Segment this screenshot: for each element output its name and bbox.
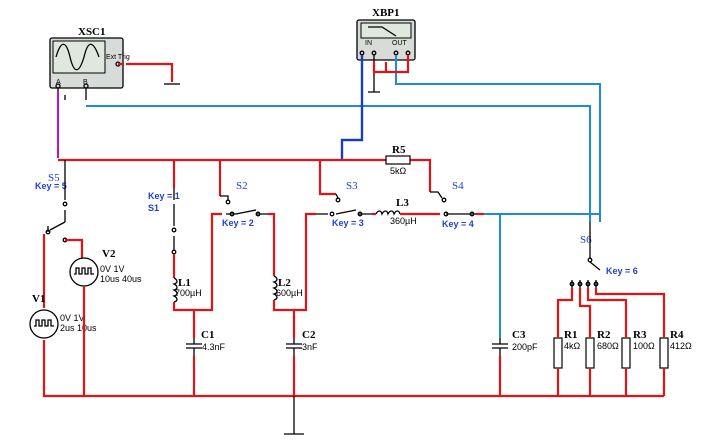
c2-ref: C2: [302, 329, 316, 341]
s6-key: Key = 6: [606, 266, 638, 276]
bode-ref-label: XBP1: [372, 7, 400, 19]
bode-in-wire: [340, 55, 364, 160]
c3-ref: C3: [512, 329, 526, 341]
switch-s6[interactable]: S6 Key = 6: [569, 222, 638, 288]
l2-ref: L2: [278, 277, 291, 289]
s1-key: Key = 1: [148, 191, 180, 201]
inductor-l3[interactable]: L3 360µH: [375, 197, 417, 226]
r3-ref: R3: [633, 329, 647, 341]
resistor-r5[interactable]: R5 5kΩ: [385, 144, 411, 176]
r5-right-wire: [410, 158, 432, 192]
s4-key: Key = 4: [442, 219, 474, 229]
r5-value: 5kΩ: [390, 166, 407, 176]
v2-line2: 10us 40us: [100, 274, 142, 284]
oscilloscope-xsc1[interactable]: XSC1 Ext Trig A B: [49, 26, 130, 89]
s2-ref: S2: [236, 180, 248, 192]
coil-icon: [272, 275, 278, 301]
scope-channel-b-wire: [86, 105, 591, 222]
pulse-icon: [34, 319, 54, 327]
r1-value: 4kΩ: [564, 341, 581, 351]
c1-ref: C1: [201, 329, 214, 341]
pulse-source-v2[interactable]: V2 0V 1V 10us 40us: [69, 248, 142, 287]
sine-wave-icon: [55, 43, 100, 71]
s6-ref: S6: [580, 234, 592, 246]
bode-plotter-xbp1[interactable]: XBP1 IN OUT: [356, 7, 416, 61]
v1-line2: 2us 10us: [60, 323, 97, 333]
l2-value: 600µH: [276, 288, 303, 298]
c2-value: 3nF: [302, 342, 318, 352]
l3-value: 360µH: [390, 216, 417, 226]
l1-c1-wire: [172, 302, 196, 338]
bode-in-label: IN: [365, 40, 372, 47]
v2-ref: V2: [102, 248, 116, 260]
pulse-source-v1[interactable]: V1 0V 1V 2us 10us: [29, 293, 97, 339]
l1-ref: L1: [178, 277, 191, 289]
r2-value: 680Ω: [597, 341, 619, 351]
capacitor-c2[interactable]: C2 3nF: [286, 329, 318, 356]
scope-pin-a-label: A: [56, 79, 61, 86]
c1-value: 4.3nF: [202, 342, 226, 352]
bode-ref-wire: [372, 55, 410, 74]
scope-trigger-wire: [118, 62, 174, 82]
scope-pin-b-label: B: [83, 79, 88, 86]
coil-icon: [172, 277, 178, 303]
v1-line1: 0V 1V: [60, 313, 85, 323]
bode-ground-icon: [368, 55, 380, 93]
s5-key: Key = 5: [35, 181, 67, 191]
s1-ref: S1: [148, 203, 159, 213]
l3-ref: L3: [396, 197, 409, 209]
capacitor-c3[interactable]: C3 200pF: [492, 329, 538, 356]
bode-response-icon: [368, 26, 397, 37]
switch-s5[interactable]: S5 Key = 5: [35, 160, 68, 243]
r4-ref: R4: [670, 329, 684, 341]
ground-icon: [284, 396, 304, 435]
switch-s4[interactable]: S4 Key = 4: [430, 180, 476, 229]
c1-to-s2-wire: [194, 212, 222, 312]
r2-ref: R2: [597, 329, 611, 341]
r5-ref: R5: [392, 144, 406, 156]
v1-ref: V1: [32, 293, 45, 305]
pulse-icon: [74, 267, 94, 275]
r4-value: 412Ω: [670, 341, 692, 351]
coil-icon: [375, 210, 401, 216]
switch-s2[interactable]: S2 Key = 2: [220, 180, 268, 228]
inductor-l1[interactable]: L1 700µH: [172, 277, 202, 303]
s2-key: Key = 2: [222, 218, 254, 228]
capacitor-c1[interactable]: C1 4.3nF: [186, 329, 226, 356]
inductor-l2[interactable]: L2 600µH: [272, 275, 303, 301]
s5-to-v2-wire: [65, 238, 84, 258]
switch-s1[interactable]: Key = 1 S1: [148, 188, 180, 255]
r3-value: 100Ω: [633, 341, 655, 351]
l1-value: 700µH: [175, 288, 202, 298]
c2-to-s3-wire: [294, 212, 316, 312]
switch-s3[interactable]: S3 Key = 3: [316, 180, 372, 228]
scope-ext-trig-label: Ext Trig: [106, 54, 130, 61]
s3-key: Key = 3: [332, 218, 364, 228]
c3-value: 200pF: [512, 342, 538, 352]
s4-ref: S4: [452, 180, 464, 192]
s5-ref: S5: [48, 172, 60, 184]
bode-out-wire: [395, 55, 601, 222]
v1-loop-wire: [42, 234, 296, 398]
scope-ref-label: XSC1: [78, 26, 106, 38]
s3-ref: S3: [346, 180, 358, 192]
r1-ref: R1: [564, 329, 577, 341]
bode-out-label: OUT: [392, 40, 408, 47]
v2-line1: 0V 1V: [100, 264, 125, 274]
